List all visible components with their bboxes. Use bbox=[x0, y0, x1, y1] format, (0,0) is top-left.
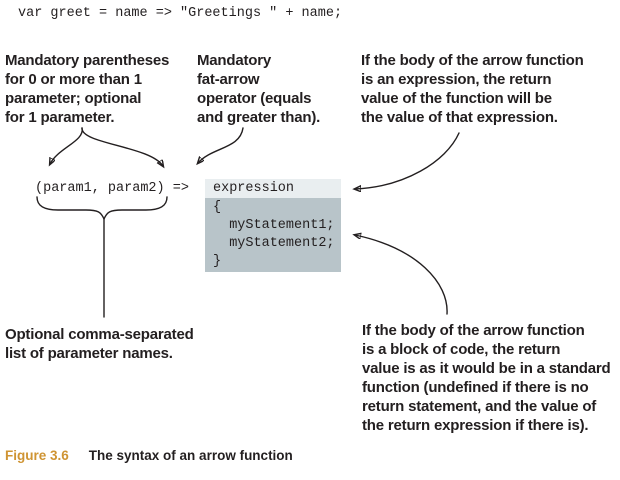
fat-arrow-text: => bbox=[172, 181, 189, 196]
expression-band: expression bbox=[205, 179, 341, 198]
arrow-expression-body bbox=[355, 132, 460, 189]
params-text: (param1, param2) bbox=[35, 181, 165, 196]
figure-caption: Figure 3.6 The syntax of an arrow functi… bbox=[5, 448, 293, 463]
function-body-box: expression { myStatement1; myStatement2;… bbox=[205, 179, 341, 272]
block-band: { myStatement1; myStatement2; } bbox=[205, 198, 341, 272]
brace-under-params bbox=[36, 196, 168, 221]
arrow-fat-arrow bbox=[198, 127, 244, 163]
annotation-expression-body: If the body of the arrow function is an … bbox=[361, 52, 584, 126]
arrow-parens-left bbox=[50, 127, 83, 164]
arrow-block-body bbox=[355, 235, 448, 315]
annotation-mandatory-parentheses: Mandatory parentheses for 0 or more than… bbox=[5, 52, 170, 126]
figure-title: The syntax of an arrow function bbox=[88, 448, 293, 463]
code-sample-line: var greet = name => "Greetings " + name; bbox=[18, 6, 343, 21]
syntax-signature: (param1, param2) => bbox=[35, 181, 189, 197]
figure-number-label: Figure 3.6 bbox=[5, 448, 69, 463]
annotation-fat-arrow-operator: Mandatory fat-arrow operator (equals and… bbox=[197, 52, 321, 126]
annotation-block-body: If the body of the arrow function is a b… bbox=[362, 322, 611, 434]
annotation-parameter-list: Optional comma-separated list of paramet… bbox=[5, 326, 194, 362]
arrow-parens-right bbox=[81, 127, 163, 166]
